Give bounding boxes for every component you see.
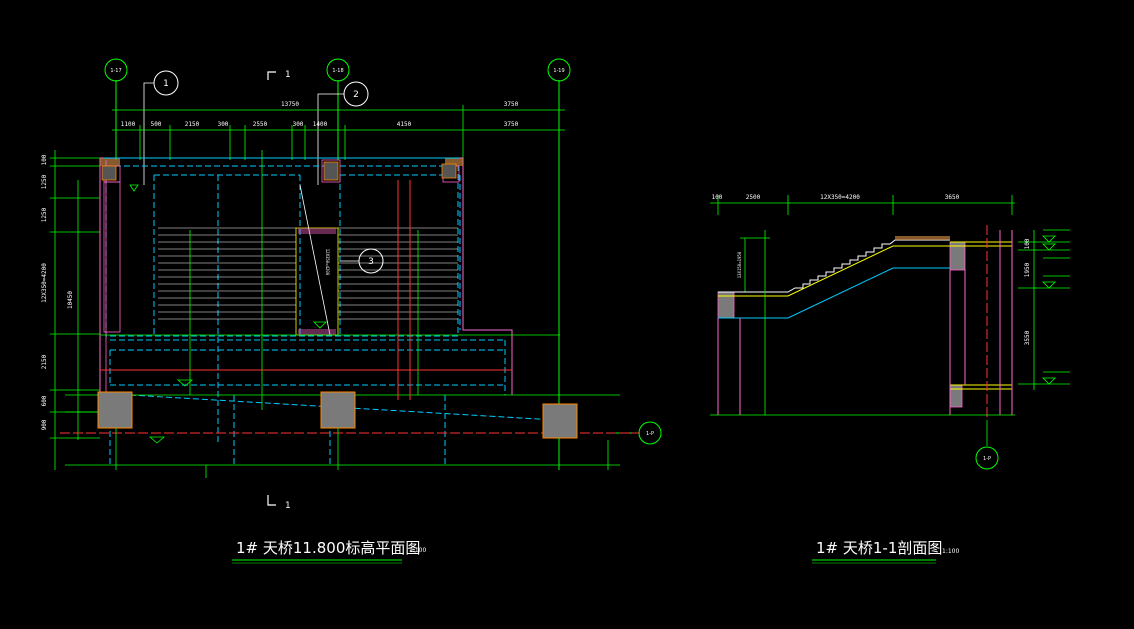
section-dim-rise: 13X150=1950 [737, 251, 742, 278]
section-mark-top: 1 [285, 70, 291, 80]
dim-top-detail-1: 500 [151, 121, 162, 128]
dim-top-overall-0: 13750 [281, 101, 299, 108]
dim-left-1: 1250 [41, 174, 48, 189]
dim-stair: 12X350=4200 [325, 249, 330, 276]
dim-top-detail-5: 300 [293, 121, 304, 128]
svg-text:1-18: 1-18 [332, 68, 343, 74]
section-top-dim-lines [710, 195, 1015, 215]
section-dim-top-1: 2500 [746, 194, 761, 201]
section-dim-top-2: 12X350=4200 [820, 194, 860, 201]
dim-top-overall-1: 3750 [504, 101, 519, 108]
callout-2: 2 [317, 81, 369, 185]
dim-left-3: 12X350=4200 [41, 263, 48, 303]
section-dim-top-3: 3650 [945, 194, 960, 201]
section-axis-bubble-row: 1-P [975, 446, 999, 470]
axis-bubble-a: 1-17 [104, 58, 128, 82]
dim-top-detail-0: 1100 [121, 121, 136, 128]
wall-hatch-right [445, 158, 463, 166]
left-dimension-lines [50, 150, 100, 470]
dim-left-0: 100 [41, 154, 48, 165]
plan-columns [97, 161, 578, 439]
dim-top-detail-2: 2150 [185, 121, 200, 128]
dim-top-detail-3: 300 [218, 121, 229, 128]
axis-bubble-b: 1-18 [326, 58, 350, 82]
callout-1: 1 [143, 70, 179, 185]
section-dim-right-2: 3550 [1024, 330, 1031, 345]
dim-left-4: 2150 [41, 354, 48, 369]
svg-text:1-P: 1-P [646, 431, 654, 437]
beam-lines [105, 165, 556, 465]
axis-bubble-row: 1-P [638, 421, 662, 445]
section-dim-right-0: 100 [1024, 238, 1031, 249]
plan-bottom-ticks [115, 428, 609, 478]
column-sleeves [103, 159, 460, 395]
dim-left-6: 900 [41, 419, 48, 430]
dim-top-detail-4: 2550 [253, 121, 268, 128]
outer-wall-outline [99, 157, 513, 395]
top-dimension-lines [112, 105, 565, 160]
dim-top-detail-6: 1400 [313, 121, 328, 128]
floor-plan: 1-17 1-18 1-19 1-P 1 2 3 [41, 58, 662, 564]
dim-top-detail-8: 3750 [504, 121, 519, 128]
svg-text:1: 1 [163, 79, 169, 89]
stair-treads-left [158, 227, 296, 320]
section-scale: 1:100 [942, 548, 959, 555]
svg-text:3: 3 [368, 257, 374, 267]
axis-bubble-c: 1-19 [547, 58, 571, 82]
section-mark-bottom: 1 [285, 501, 291, 511]
elevation-marks-section [1042, 229, 1070, 385]
svg-text:1-P: 1-P [983, 456, 991, 462]
section-stair [717, 236, 950, 415]
section-dim-top-0: 100 [712, 194, 723, 201]
elevation-marks-plan [129, 184, 327, 444]
callout-3: 3 [340, 248, 384, 274]
section-right-dim-lines [1018, 230, 1070, 390]
section-view: 100 2500 12X350=4200 3650 100 1950 3550 [710, 194, 1070, 564]
svg-text:2: 2 [353, 90, 359, 100]
svg-text:1-17: 1-17 [110, 68, 121, 74]
section-cut-markers [267, 71, 276, 506]
plan-scale: 1:100 [409, 547, 426, 554]
plan-title: 1# 天桥11.800标高平面图 [236, 539, 420, 557]
dim-inner: 10450 [67, 291, 74, 309]
stair-handrail [295, 184, 339, 336]
plan-green-lines [65, 150, 620, 466]
section-title: 1# 天桥1-1剖面图 [816, 539, 942, 557]
section-right-structure [710, 225, 1015, 446]
section-dim-right-1: 1950 [1024, 262, 1031, 277]
dim-left-2: 1250 [41, 207, 48, 222]
dim-top-detail-7: 4150 [397, 121, 412, 128]
wall-hatch-left [100, 158, 120, 166]
dim-left-5: 600 [41, 395, 48, 406]
svg-text:1-19: 1-19 [553, 68, 564, 74]
